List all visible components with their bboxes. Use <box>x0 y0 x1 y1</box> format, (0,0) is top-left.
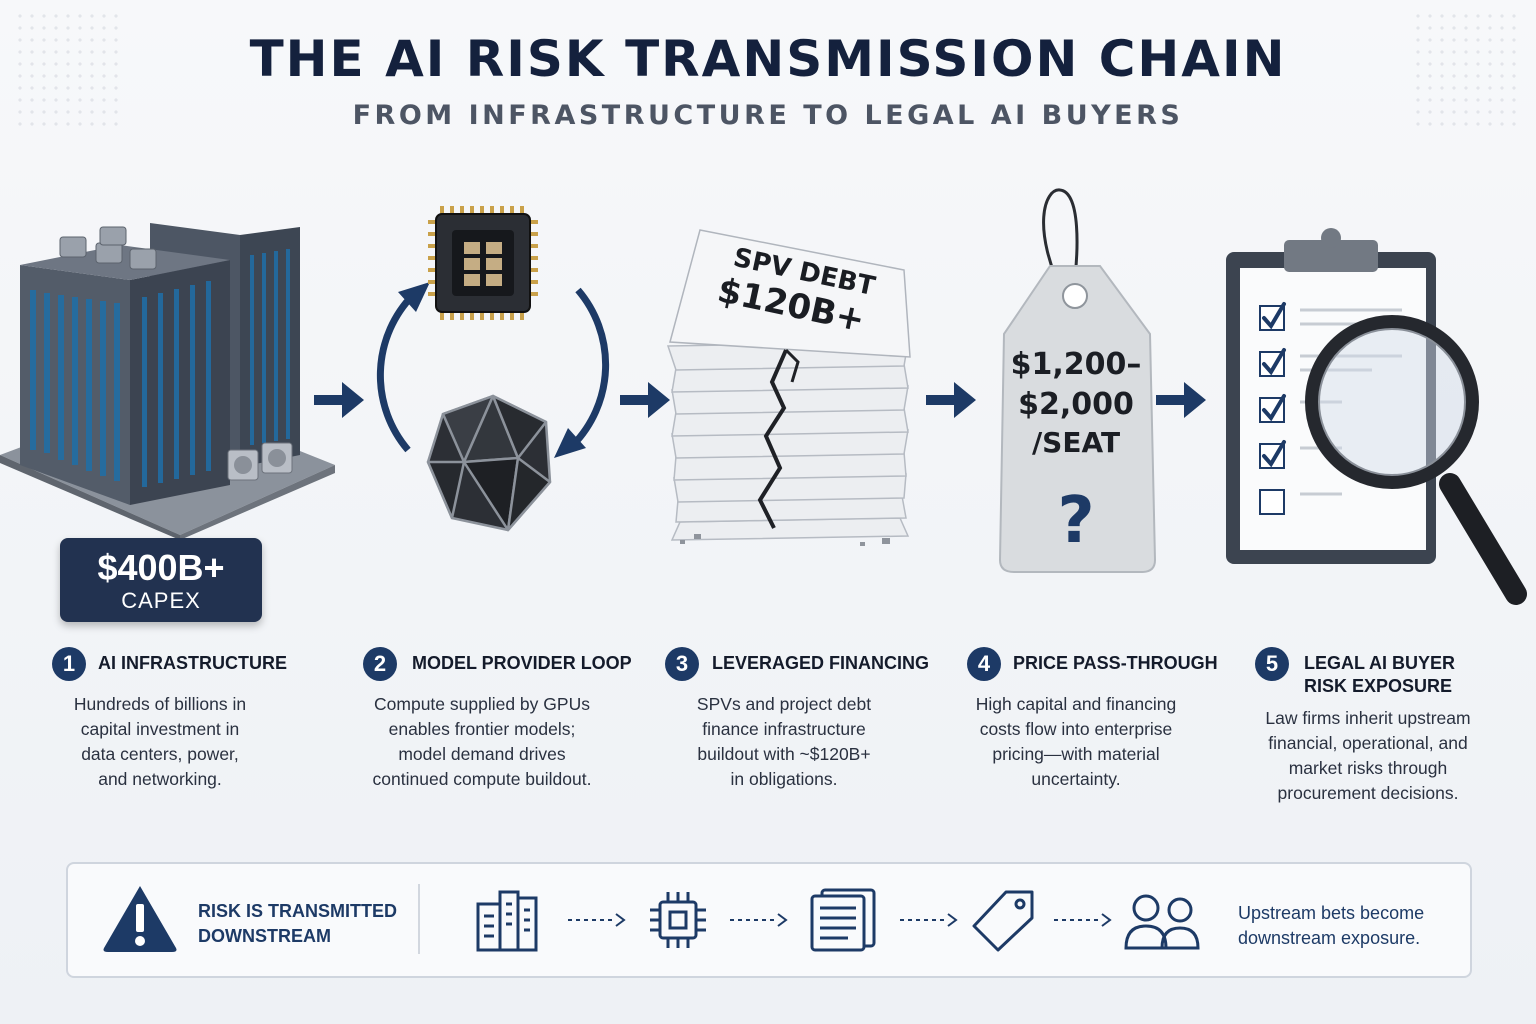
step-description-line: enables frontier models; <box>388 719 576 739</box>
decorative-dots-right <box>1412 10 1522 130</box>
dotted-arrow-icon <box>1054 913 1112 927</box>
step-number-badge: 4 <box>967 647 1001 681</box>
step-description-line: continued compute buildout. <box>372 769 592 789</box>
step-description-line: data centers, power, <box>81 744 239 764</box>
step-description-line: procurement decisions. <box>1277 783 1459 803</box>
users-icon <box>1124 894 1200 950</box>
step-description-line: and networking. <box>98 769 222 789</box>
step-description-line: High capital and financing <box>975 694 1177 714</box>
capex-label: CAPEX <box>121 588 201 613</box>
step-description-line: pricing—with material <box>992 744 1160 764</box>
step-title: PRICE PASS-THROUGH <box>1013 652 1218 675</box>
gpu-chip-icon <box>428 206 538 320</box>
page-subtitle: FROM INFRASTRUCTURE TO LEGAL AI BUYERS <box>352 100 1184 131</box>
step-title-line: MODEL PROVIDER LOOP <box>412 653 632 673</box>
step-description-line: uncertainty. <box>1031 769 1121 789</box>
flow-arrow-icon <box>926 382 976 418</box>
spv-debt-stack-icon: SPV DEBT $120B+ <box>666 229 911 546</box>
banner-note-line: downstream exposure. <box>1238 928 1421 948</box>
step-number-badge: 1 <box>52 647 86 681</box>
step-description: Law firms inherit upstream financial, ope… <box>1238 706 1498 806</box>
step-title-line: PRICE PASS-THROUGH <box>1013 653 1218 673</box>
step-description-line: Compute supplied by GPUs <box>374 694 590 714</box>
banner-note-line: Upstream bets become <box>1238 903 1425 923</box>
flow-arrow-icon <box>620 382 670 418</box>
documents-icon <box>810 888 876 952</box>
step-title: MODEL PROVIDER LOOP <box>412 652 632 675</box>
model-loop-icon <box>376 206 610 532</box>
step-description-line: model demand drives <box>398 744 566 764</box>
price-range-start: $1,200– <box>1011 347 1142 382</box>
step-description: High capital and financing costs flow int… <box>946 692 1206 792</box>
data-center-icon <box>0 223 335 540</box>
banner-note: Upstream bets become downstream exposure… <box>1238 901 1458 951</box>
price-tag-icon <box>972 890 1034 952</box>
banner-title-line: RISK IS TRANSMITTED <box>198 901 398 921</box>
chip-icon <box>650 892 706 948</box>
warning-icon <box>103 886 177 952</box>
model-polyhedron-icon <box>426 394 552 532</box>
step-title-line: AI INFRASTRUCTURE <box>98 653 287 673</box>
flow-arrow-icon <box>314 382 364 418</box>
banner-title: RISK IS TRANSMITTED DOWNSTREAM <box>198 899 397 949</box>
step-description: Compute supplied by GPUs enables frontier… <box>352 692 612 792</box>
step-description-line: financial, operational, and <box>1268 733 1468 753</box>
step-description-line: capital investment in <box>80 719 240 739</box>
step-description-line: SPVs and project debt <box>696 694 872 714</box>
step-number-badge: 3 <box>665 647 699 681</box>
step-description-line: costs flow into enterprise <box>979 719 1173 739</box>
capex-amount: $400B+ <box>97 547 225 588</box>
step-title: AI INFRASTRUCTURE <box>98 652 287 675</box>
dotted-arrow-icon <box>568 913 626 927</box>
step-description-line: market risks through <box>1288 758 1448 778</box>
flow-arrow-icon <box>1156 382 1206 418</box>
step-description: SPVs and project debt finance infrastruct… <box>654 692 914 792</box>
step-title-line: LEGAL AI BUYER <box>1304 653 1456 673</box>
step-title: LEGAL AI BUYER RISK EXPOSURE <box>1304 652 1455 698</box>
question-mark-icon: ? <box>1057 484 1094 558</box>
risk-banner <box>66 862 1472 978</box>
banner-divider <box>418 884 420 954</box>
dotted-arrow-icon <box>730 913 788 927</box>
price-unit: /SEAT <box>1032 426 1120 459</box>
decorative-dots-left <box>14 10 124 130</box>
page-title: THE AI RISK TRANSMISSION CHAIN <box>249 30 1287 88</box>
price-tag-illustration: $1,200– $2,000 /SEAT ? <box>998 188 1157 573</box>
step-number-badge: 5 <box>1255 647 1289 681</box>
clipboard-checklist-icon <box>1226 228 1527 605</box>
step-description-line: buildout with ~$120B+ <box>697 744 871 764</box>
step-title-line: LEVERAGED FINANCING <box>712 653 930 673</box>
banner-title-line: DOWNSTREAM <box>198 926 331 946</box>
price-range-end: $2,000 <box>1018 387 1134 422</box>
step-description-line: Law firms inherit upstream <box>1265 708 1471 728</box>
dotted-arrow-icon <box>900 913 958 927</box>
step-description-line: Hundreds of billions in <box>73 694 247 714</box>
step-title: LEVERAGED FINANCING <box>712 652 929 675</box>
capex-badge: $400B+ CAPEX <box>60 538 262 622</box>
step-number-badge: 2 <box>363 647 397 681</box>
buildings-icon <box>476 890 538 952</box>
step-description: Hundreds of billions in capital investmen… <box>30 692 290 792</box>
step-description-line: in obligations. <box>730 769 838 789</box>
step-title-line: RISK EXPOSURE <box>1304 676 1453 696</box>
step-description-line: finance infrastructure <box>702 719 866 739</box>
